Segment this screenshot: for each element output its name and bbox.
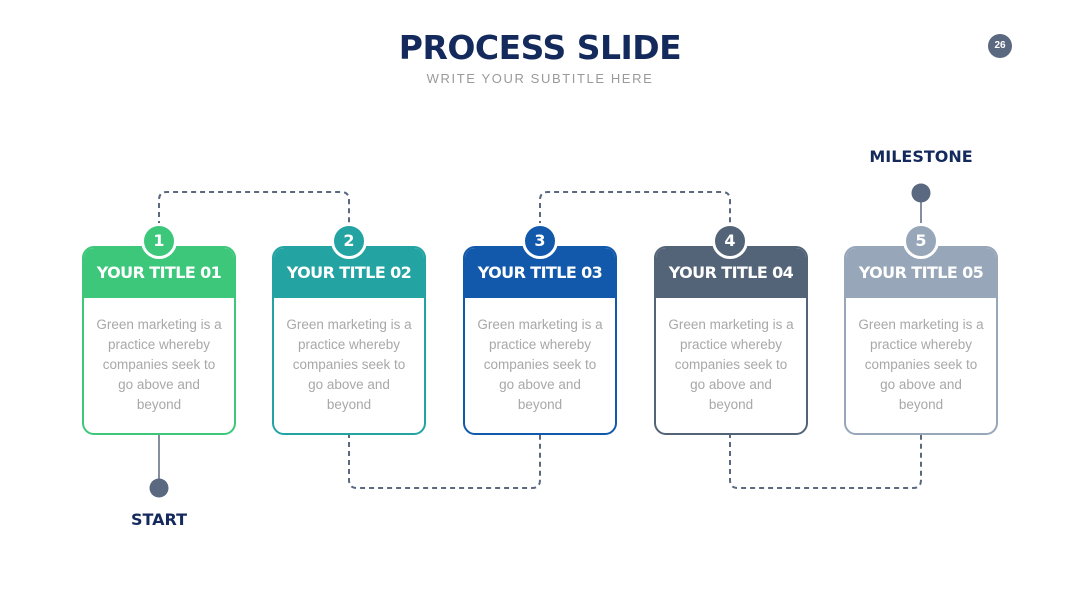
connector-2-3	[348, 433, 541, 489]
milestone-dot	[911, 183, 931, 203]
connector-4-5	[729, 433, 922, 489]
step-card-2: YOUR TITLE 02 Green marketing is a pract…	[272, 246, 426, 435]
start-dot	[149, 478, 169, 498]
connector-3-4	[539, 191, 731, 226]
step-number-badge-3: 3	[522, 223, 558, 259]
slide-subtitle: WRITE YOUR SUBTITLE HERE	[426, 71, 654, 86]
step-card-1: YOUR TITLE 01 Green marketing is a pract…	[82, 246, 236, 435]
step-card-text: Green marketing is a practice whereby co…	[286, 317, 412, 412]
slide-title: PROCESS SLIDE	[398, 28, 682, 67]
step-number-badge-4: 4	[712, 223, 748, 259]
step-number-badge-2: 2	[331, 223, 367, 259]
step-card-text: Green marketing is a practice whereby co…	[858, 317, 984, 412]
step-card-5: YOUR TITLE 05 Green marketing is a pract…	[844, 246, 998, 435]
start-label: START	[130, 510, 188, 529]
page-number-badge: 26	[988, 34, 1012, 58]
step-card-title: YOUR TITLE 05	[846, 248, 996, 298]
step-number-badge-5: 5	[903, 223, 939, 259]
step-card-text: Green marketing is a practice whereby co…	[668, 317, 794, 412]
step-number-badge-1: 1	[141, 223, 177, 259]
connector-1-2	[158, 191, 350, 226]
step-card-4: YOUR TITLE 04 Green marketing is a pract…	[654, 246, 808, 435]
step-card-title: YOUR TITLE 01	[84, 248, 234, 298]
step-card-text: Green marketing is a practice whereby co…	[477, 317, 603, 412]
step-card-text: Green marketing is a practice whereby co…	[96, 317, 222, 412]
step-card-3: YOUR TITLE 03 Green marketing is a pract…	[463, 246, 617, 435]
milestone-label: MILESTONE	[869, 147, 973, 166]
